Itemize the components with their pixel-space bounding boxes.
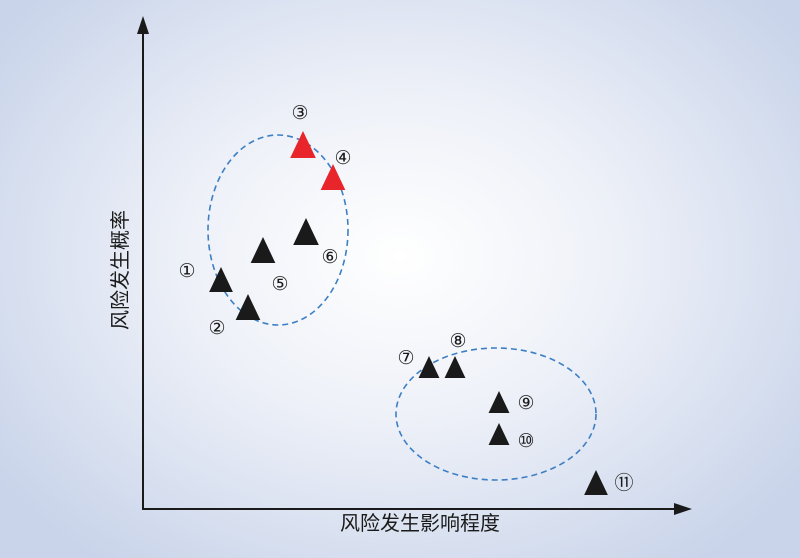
x-axis-arrow-icon xyxy=(674,503,692,515)
risk-marker-2-triangle-icon xyxy=(235,294,261,320)
risk-marker-9-triangle-icon xyxy=(488,391,510,413)
risk-marker-4-triangle-icon xyxy=(320,164,346,190)
risk-marker-10-triangle-icon xyxy=(488,423,510,445)
risk-label-3: ③ xyxy=(291,102,308,124)
y-axis-arrow-icon xyxy=(137,16,149,34)
cluster-outline-high-probability xyxy=(207,134,349,326)
risk-marker-3-triangle-icon xyxy=(290,131,316,158)
risk-label-10: ⑩ xyxy=(517,430,534,452)
cluster-outline-high-impact xyxy=(395,347,597,481)
risk-label-7: ⑦ xyxy=(397,347,414,369)
y-axis-title: 风险发生概率 xyxy=(108,210,132,330)
risk-markers: ① ② ③ ④ ⑤ ⑥ ⑦ ⑧ ⑨ ⑩ ⑪ xyxy=(178,102,634,495)
risk-label-8: ⑧ xyxy=(449,330,466,352)
risk-label-9: ⑨ xyxy=(517,392,534,414)
risk-marker-11-triangle-icon xyxy=(584,470,608,495)
risk-marker-6-triangle-icon xyxy=(293,218,319,245)
risk-label-4: ④ xyxy=(334,147,351,169)
risk-label-11: ⑪ xyxy=(614,472,633,494)
risk-marker-8-triangle-icon xyxy=(444,356,466,378)
risk-label-1: ① xyxy=(178,260,195,282)
risk-label-6: ⑥ xyxy=(321,246,338,268)
risk-label-2: ② xyxy=(208,317,225,339)
risk-label-5: ⑤ xyxy=(271,273,288,295)
risk-marker-7-triangle-icon xyxy=(418,356,440,378)
x-axis-title: 风险发生影响程度 xyxy=(340,511,500,535)
risk-marker-5-triangle-icon xyxy=(250,237,276,263)
risk-marker-1-triangle-icon xyxy=(209,267,233,292)
